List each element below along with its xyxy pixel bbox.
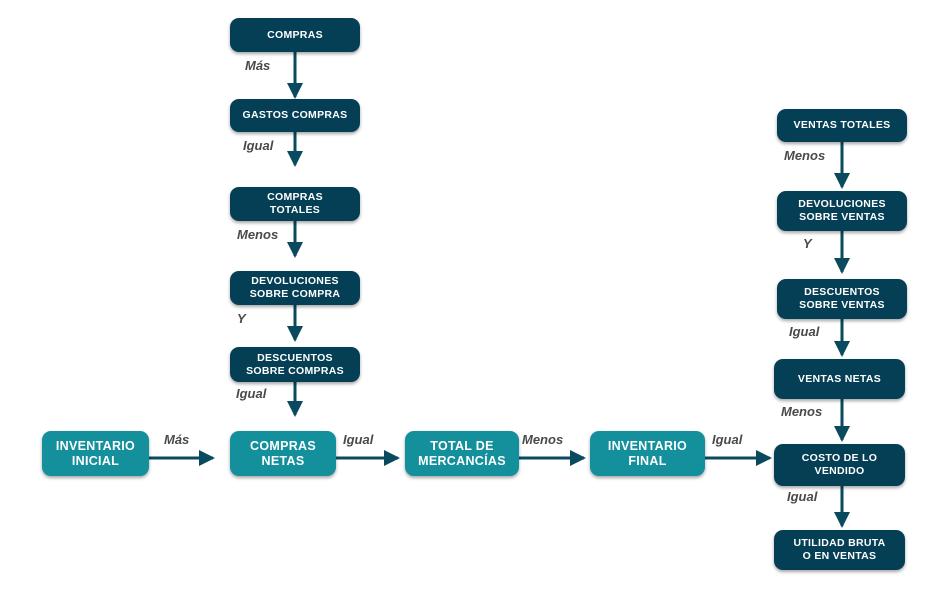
label-menos: Menos (237, 227, 279, 242)
node-descuentos-ventas: DESCUENTOS SOBRE VENTAS (777, 279, 907, 319)
node-inventario-final: INVENTARIO FINAL (590, 431, 705, 476)
node-utilidad-bruta: UTILIDAD BRUTA O EN VENTAS (774, 530, 905, 570)
label-igual: Igual (787, 489, 818, 504)
node-devoluciones-ventas: DEVOLUCIONES SOBRE VENTAS (777, 191, 907, 231)
node-descuentos-compras: DESCUENTOS SOBRE COMPRAS (230, 347, 360, 382)
label-y: Y (803, 236, 812, 251)
node-costo-vendido: COSTO DE LO VENDIDO (774, 444, 905, 486)
label-igual: Igual (712, 432, 743, 447)
node-ventas-netas: VENTAS NETAS (774, 359, 905, 399)
node-total-mercancias: TOTAL DE MERCANCÍAS (405, 431, 519, 476)
node-compras-netas: COMPRAS NETAS (230, 431, 336, 476)
label-igual: Igual (789, 324, 820, 339)
node-ventas-totales: VENTAS TOTALES (777, 109, 907, 142)
node-inventario-inicial: INVENTARIO INICIAL (42, 431, 149, 476)
node-gastos-compras: GASTOS COMPRAS (230, 99, 360, 132)
label-igual: Igual (343, 432, 374, 447)
label-igual: Igual (243, 138, 274, 153)
label-mas: Más (164, 432, 190, 447)
label-menos: Menos (522, 432, 564, 447)
label-menos: Menos (784, 148, 826, 163)
node-compras: COMPRAS (230, 18, 360, 52)
label-y: Y (237, 311, 246, 326)
node-compras-totales: COMPRAS TOTALES (230, 187, 360, 221)
label-igual: Igual (236, 386, 267, 401)
label-menos: Menos (781, 404, 823, 419)
node-devoluciones-compra: DEVOLUCIONES SOBRE COMPRA (230, 271, 360, 305)
label-mas: Más (245, 58, 271, 73)
